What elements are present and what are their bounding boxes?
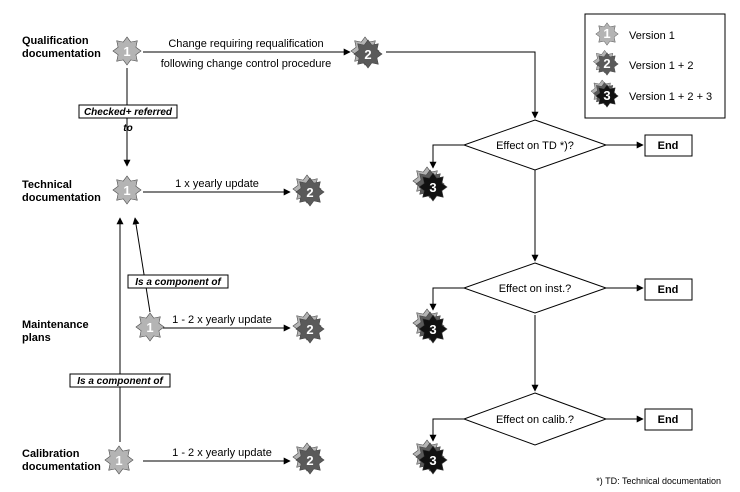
legend-v12-label: Version 1 + 2 bbox=[629, 60, 694, 72]
branch-to-v3-3 bbox=[429, 418, 464, 442]
badge-calib-v3: 3 bbox=[412, 439, 448, 475]
badge-maintenance-v2: 2 bbox=[292, 311, 325, 344]
badge-qualification-v1-number: 1 bbox=[123, 44, 130, 59]
arrow-to-td-decision bbox=[386, 51, 539, 119]
end-box-2: End bbox=[644, 278, 693, 301]
badge-calibration-v1: 1 bbox=[104, 445, 134, 475]
svg-text:Technical: Technical bbox=[22, 179, 72, 191]
row-label-maintenance: Maintenance plans bbox=[22, 319, 89, 344]
svg-text:End: End bbox=[658, 284, 679, 296]
svg-text:Checked+ referred: Checked+ referred bbox=[84, 107, 173, 118]
legend-v123-badge: 3 bbox=[590, 79, 619, 108]
badge-td-v3-number: 3 bbox=[429, 180, 436, 195]
branch-to-v3-2 bbox=[429, 287, 464, 311]
legend-v1-badge-number: 1 bbox=[603, 26, 610, 41]
badge-maintenance-v2-number: 2 bbox=[306, 322, 313, 337]
svg-text:to: to bbox=[123, 123, 132, 134]
badge-technical-v2: 2 bbox=[292, 174, 325, 207]
end-box-3: End bbox=[644, 408, 693, 431]
badge-qualification-v2-number: 2 bbox=[364, 47, 371, 62]
version-badges: 1 2 1 2 1 2 1 2 3 3 3 1 2 3 bbox=[104, 22, 619, 475]
decision-inst: Effect on inst.? bbox=[462, 262, 608, 314]
badge-qualification-v2: 2 bbox=[350, 36, 383, 69]
row-label-technical: Technical documentation bbox=[22, 179, 101, 204]
maintenance-component-arrow bbox=[132, 217, 151, 313]
badge-technical-v2-number: 2 bbox=[306, 185, 313, 200]
branch-to-v3-1 bbox=[429, 144, 464, 169]
svg-text:End: End bbox=[658, 414, 679, 426]
badge-technical-v1: 1 bbox=[112, 175, 142, 205]
legend-v1-badge: 1 bbox=[595, 22, 619, 46]
badge-calibration-v2-number: 2 bbox=[306, 453, 313, 468]
decision-td: Effect on TD *)? bbox=[462, 119, 608, 171]
svg-text:Effect on calib.?: Effect on calib.? bbox=[496, 414, 574, 426]
legend-v12-badge-number: 2 bbox=[603, 56, 610, 71]
badge-inst-v3: 3 bbox=[412, 308, 448, 344]
svg-text:Effect on TD *)?: Effect on TD *)? bbox=[496, 140, 574, 152]
calibration-update-label: 1 - 2 x yearly update bbox=[172, 447, 272, 459]
svg-text:documentation: documentation bbox=[22, 192, 101, 204]
component-tag-lower: Is a component of bbox=[69, 373, 171, 388]
row-label-calibration: Calibration documentation bbox=[22, 448, 101, 473]
svg-text:Calibration: Calibration bbox=[22, 448, 80, 460]
svg-text:Qualification: Qualification bbox=[22, 35, 89, 47]
svg-text:Effect on inst.?: Effect on inst.? bbox=[499, 283, 572, 295]
badge-inst-v3-number: 3 bbox=[429, 322, 436, 337]
badge-td-v3: 3 bbox=[412, 166, 448, 202]
badge-maintenance-v1: 1 bbox=[135, 312, 165, 342]
component-tag-upper: Is a component of bbox=[127, 274, 229, 289]
badge-calibration-v1-number: 1 bbox=[115, 453, 122, 468]
footnote: *) TD: Technical documentation bbox=[596, 476, 721, 486]
checked-tag: Checked+ referred to bbox=[78, 104, 178, 134]
svg-text:documentation: documentation bbox=[22, 461, 101, 473]
top-arrow-label-1: Change requiring requalification bbox=[168, 38, 323, 50]
legend-v123-badge-number: 3 bbox=[603, 88, 610, 103]
technical-update-label: 1 x yearly update bbox=[175, 178, 259, 190]
top-arrow-label-2: following change control procedure bbox=[161, 58, 332, 70]
svg-text:Maintenance: Maintenance bbox=[22, 319, 89, 331]
legend-v12-badge: 2 bbox=[592, 49, 619, 76]
svg-text:documentation: documentation bbox=[22, 48, 101, 60]
legend-v123-label: Version 1 + 2 + 3 bbox=[629, 91, 712, 103]
decision-calib: Effect on calib.? bbox=[462, 392, 608, 446]
badge-calibration-v2: 2 bbox=[292, 442, 325, 475]
maintenance-update-label: 1 - 2 x yearly update bbox=[172, 314, 272, 326]
svg-text:End: End bbox=[658, 140, 679, 152]
row-label-qualification: Qualification documentation bbox=[22, 35, 101, 60]
legend-v1-label: Version 1 bbox=[629, 30, 675, 42]
svg-text:Is a component of: Is a component of bbox=[77, 376, 164, 387]
badge-maintenance-v1-number: 1 bbox=[146, 320, 153, 335]
svg-text:Is a component of: Is a component of bbox=[135, 277, 222, 288]
badge-calib-v3-number: 3 bbox=[429, 453, 436, 468]
end-box-1: End bbox=[644, 134, 693, 157]
badge-technical-v1-number: 1 bbox=[123, 183, 130, 198]
badge-qualification-v1: 1 bbox=[112, 36, 142, 66]
svg-text:plans: plans bbox=[22, 332, 51, 344]
